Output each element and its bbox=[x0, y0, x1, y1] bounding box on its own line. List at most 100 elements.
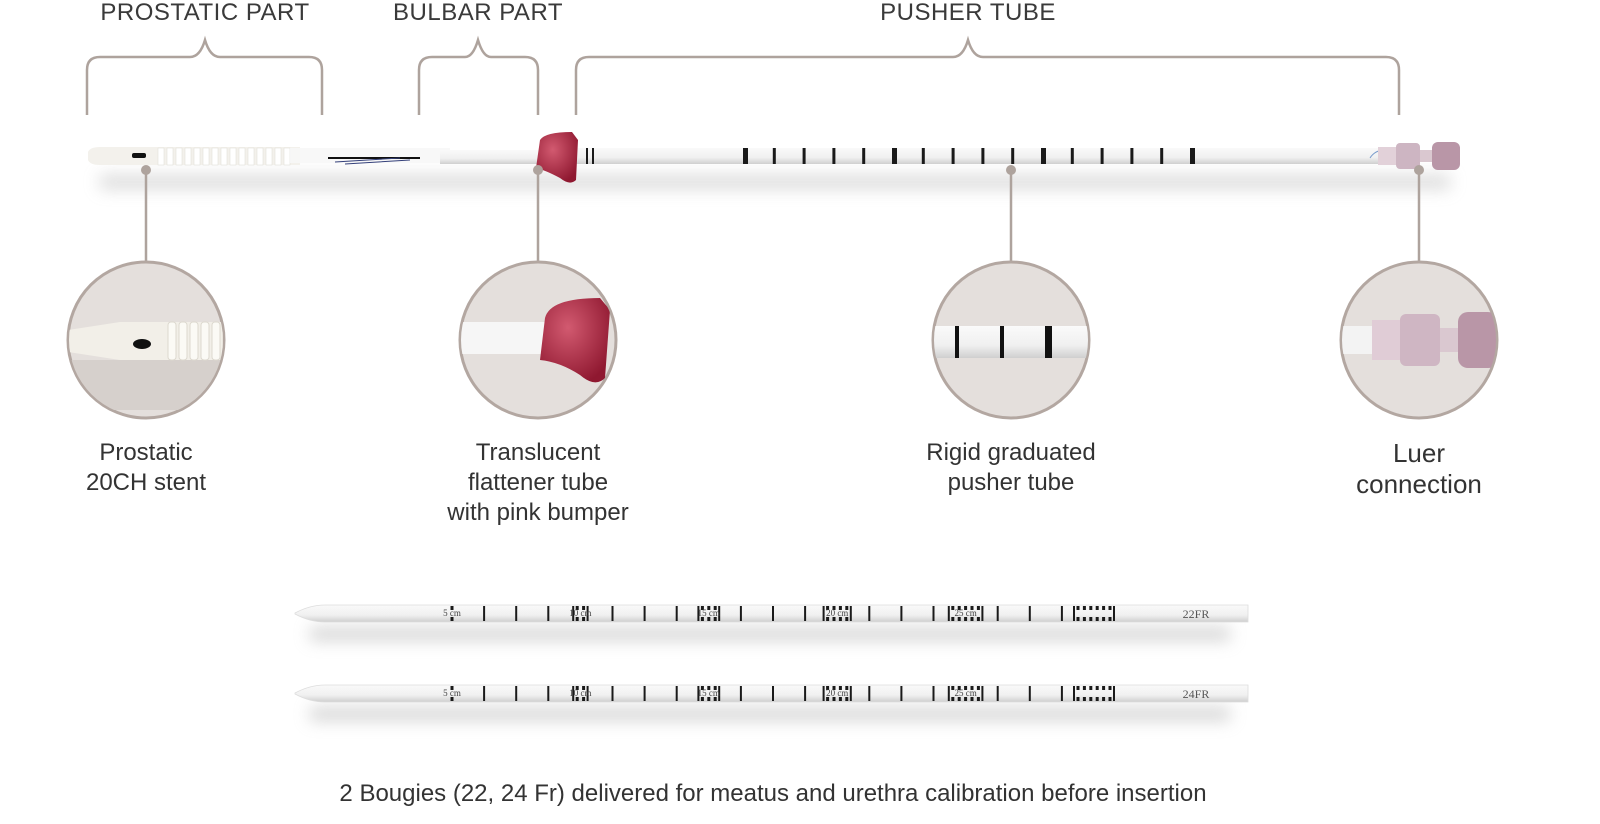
graduation-mark bbox=[697, 606, 700, 621]
graduation-mark bbox=[707, 617, 711, 621]
section-label-bulbar: BULBAR PART bbox=[393, 0, 563, 26]
stent-rib bbox=[274, 147, 282, 166]
graduation-mark bbox=[586, 606, 589, 621]
graduation-mark bbox=[483, 686, 486, 701]
stent-rib bbox=[175, 147, 183, 166]
stent-rib bbox=[193, 147, 201, 166]
graduation-mark bbox=[981, 606, 984, 621]
graduation-mark bbox=[1060, 606, 1063, 621]
bougie-cm-label: 20 cm bbox=[826, 688, 848, 698]
graduation-mark bbox=[981, 686, 984, 701]
graduation-mark bbox=[675, 686, 678, 701]
graduation-mark bbox=[976, 617, 980, 621]
graduation-mark bbox=[1028, 686, 1031, 701]
stent-rib bbox=[184, 147, 192, 166]
graduation-mark bbox=[1041, 148, 1046, 164]
graduation-mark bbox=[713, 617, 717, 621]
graduation-mark bbox=[643, 686, 646, 701]
graduation-mark bbox=[804, 686, 807, 701]
stent-rib bbox=[283, 147, 291, 166]
graduation-mark bbox=[450, 606, 454, 610]
stent-rib bbox=[256, 147, 264, 166]
graduation-mark bbox=[572, 606, 575, 621]
graduation-mark bbox=[804, 606, 807, 621]
graduation-mark bbox=[849, 686, 852, 701]
graduation-mark bbox=[592, 148, 594, 164]
graduation-mark bbox=[582, 617, 586, 621]
caption-pusher-line2: pusher tube bbox=[948, 469, 1075, 496]
graduation-mark bbox=[1102, 606, 1106, 610]
graduation-mark bbox=[832, 148, 836, 164]
graduation-mark bbox=[947, 686, 950, 701]
graduation-mark bbox=[707, 606, 711, 610]
stent-rib bbox=[200, 321, 210, 361]
graduation-mark bbox=[713, 686, 717, 690]
graduation-mark bbox=[515, 686, 518, 701]
graduation-mark bbox=[900, 686, 903, 701]
graduation-mark bbox=[1100, 148, 1104, 164]
graduation-mark bbox=[547, 606, 550, 621]
graduation-mark bbox=[947, 606, 950, 621]
stent-rib bbox=[202, 147, 210, 166]
graduation-mark bbox=[718, 686, 721, 701]
graduation-mark bbox=[970, 606, 974, 610]
graduation-mark bbox=[964, 606, 968, 610]
graduation-mark bbox=[772, 606, 774, 621]
graduation-mark bbox=[718, 606, 721, 621]
bougie-cm-label: 25 cm bbox=[954, 608, 976, 618]
graduation-mark bbox=[772, 686, 774, 701]
stent-rib bbox=[166, 147, 174, 166]
bougie-cm-label: 20 cm bbox=[826, 608, 848, 618]
graduation-mark bbox=[1073, 606, 1075, 621]
graduation-mark bbox=[832, 606, 836, 610]
leader-lines bbox=[141, 165, 1424, 263]
graduation-mark bbox=[932, 686, 935, 701]
stent-rib bbox=[234, 322, 242, 360]
stent-rib bbox=[211, 321, 221, 361]
graduation-mark bbox=[575, 617, 579, 621]
graduation-mark bbox=[1102, 697, 1106, 701]
graduation-mark bbox=[981, 148, 985, 164]
caption-stent-line2: 20CH stent bbox=[86, 469, 206, 496]
graduation-mark bbox=[976, 606, 980, 610]
graduation-mark bbox=[964, 617, 968, 621]
graduation-mark bbox=[1060, 686, 1063, 701]
graduation-mark bbox=[951, 697, 955, 701]
graduation-mark bbox=[970, 686, 974, 690]
caption-bumper-line2: flattener tube bbox=[468, 469, 608, 496]
graduation-mark bbox=[582, 697, 586, 701]
graduation-mark bbox=[547, 686, 550, 701]
graduation-mark bbox=[845, 617, 849, 621]
bracket-bulbar bbox=[417, 35, 540, 115]
bougie-cm-label: 25 cm bbox=[954, 688, 976, 698]
graduation-mark bbox=[582, 606, 586, 610]
graduation-mark bbox=[822, 686, 825, 701]
graduation-mark bbox=[1011, 148, 1015, 164]
graduation-mark bbox=[1082, 617, 1086, 621]
graduation-mark bbox=[996, 606, 999, 621]
graduation-mark bbox=[826, 617, 830, 621]
graduation-mark bbox=[802, 148, 806, 164]
graduation-mark bbox=[1089, 617, 1093, 621]
caption-luer-line1: Luer bbox=[1393, 438, 1445, 468]
graduation-mark bbox=[700, 697, 704, 701]
pink-bumper bbox=[536, 132, 578, 183]
graduation-mark bbox=[1089, 606, 1093, 610]
graduation-mark bbox=[1113, 606, 1115, 621]
graduation-mark bbox=[1082, 697, 1086, 701]
graduation-mark bbox=[700, 686, 704, 690]
stent-rib bbox=[157, 147, 165, 166]
graduation-mark bbox=[838, 617, 842, 621]
graduation-mark bbox=[575, 606, 579, 610]
zoom-circle-stent bbox=[66, 260, 242, 420]
graduation-mark bbox=[957, 686, 961, 690]
graduation-mark bbox=[575, 686, 579, 690]
graduation-mark bbox=[1108, 697, 1112, 701]
graduation-mark bbox=[964, 686, 968, 690]
graduation-mark bbox=[575, 697, 579, 701]
zoom-circle-pusher bbox=[931, 260, 1091, 420]
graduation-mark bbox=[1073, 686, 1075, 701]
graduation-mark bbox=[892, 148, 897, 164]
graduation-mark bbox=[772, 148, 776, 164]
